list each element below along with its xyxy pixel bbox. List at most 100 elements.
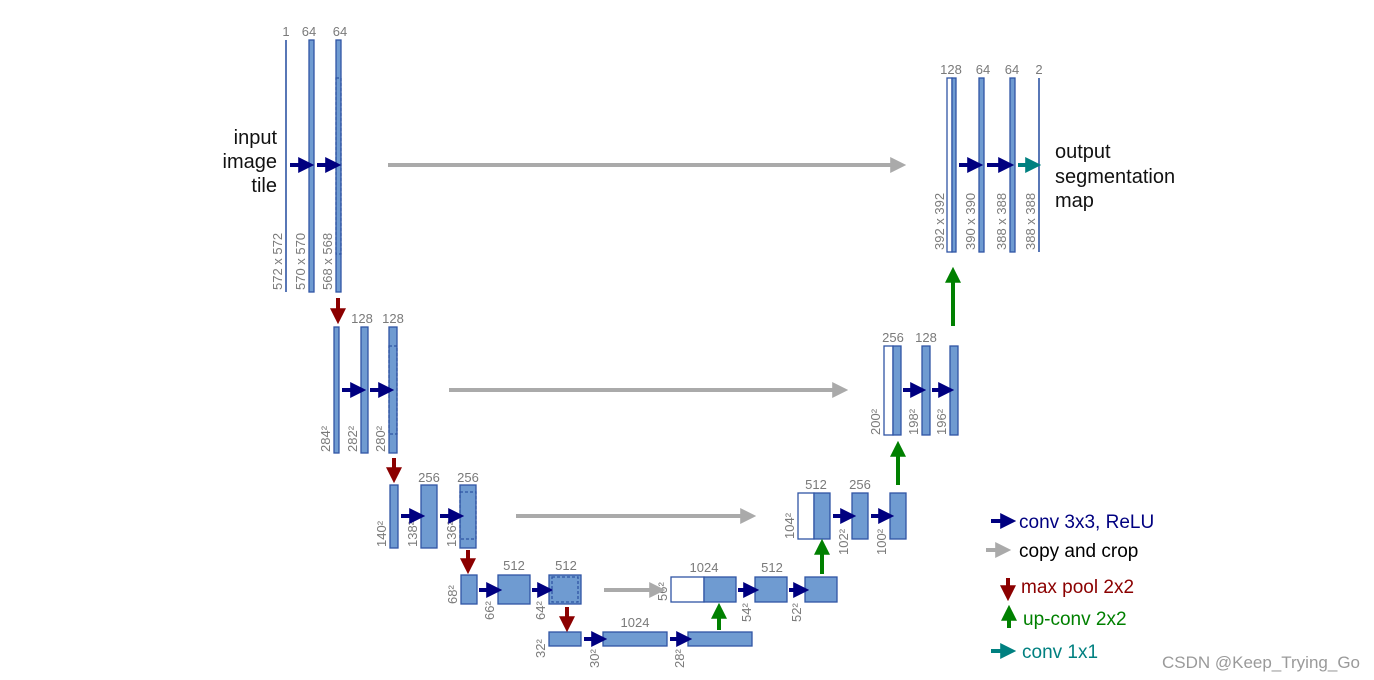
feature-map-block (951, 77, 957, 253)
size-label: 388 x 388 (994, 193, 1009, 250)
encoder-level-4: 512 512 68² 66² 64² (445, 558, 582, 620)
copied-feature-map-block (946, 77, 953, 253)
legend: conv 3x3, ReLU copy and crop max pool 2x… (986, 512, 1154, 663)
size-label: 388 x 388 (1023, 193, 1038, 250)
legend-conv-label: conv 3x3, ReLU (1019, 512, 1154, 533)
channel-label: 1 (282, 24, 289, 39)
output-label: output segmentation map (1055, 141, 1175, 212)
copy-crop-arrows (388, 157, 907, 598)
channel-label: 1024 (690, 560, 719, 575)
input-label: input image tile (223, 127, 278, 197)
feature-map-block (949, 345, 959, 436)
channel-label: 128 (382, 311, 404, 326)
crop-region (551, 576, 579, 603)
size-label: 102² (836, 528, 851, 555)
up-conv-arrows (711, 266, 961, 630)
channel-label: 64 (1005, 62, 1019, 77)
size-label: 100² (874, 528, 889, 555)
size-label: 140² (374, 520, 389, 547)
feature-map-block (460, 574, 478, 605)
size-label: 284² (318, 425, 333, 452)
size-label: 56² (655, 582, 670, 601)
feature-map-block (804, 576, 838, 603)
feature-map-block (333, 326, 340, 454)
size-label: 568 x 568 (320, 233, 335, 290)
output-label-line: segmentation (1055, 166, 1175, 188)
feature-map-block (687, 631, 753, 647)
feature-map-block (548, 631, 582, 647)
size-label: 280² (373, 425, 388, 452)
size-label: 54² (739, 603, 754, 622)
feature-map-block (308, 39, 315, 293)
size-label: 138² (405, 520, 420, 547)
feature-map-block (420, 484, 438, 549)
size-label: 570 x 570 (293, 233, 308, 290)
size-label: 32² (533, 639, 548, 658)
size-label: 30² (587, 649, 602, 668)
size-label: 200² (868, 408, 883, 435)
channel-label: 128 (940, 62, 962, 77)
feature-map-block (892, 345, 902, 436)
size-label: 64² (533, 601, 548, 620)
feature-map-block (389, 484, 399, 549)
feature-map-block (921, 345, 931, 436)
copied-feature-map-block (670, 576, 705, 603)
channel-label: 2 (1035, 62, 1042, 77)
size-label: 196² (934, 408, 949, 435)
watermark: CSDN @Keep_Trying_Go (1162, 653, 1360, 672)
size-label: 136² (444, 520, 459, 547)
feature-map-block (360, 326, 369, 454)
decoder-level-2: 256 128 200² 198² 196² (868, 330, 959, 436)
size-label: 572 x 572 (270, 233, 285, 290)
channel-label: 256 (457, 470, 479, 485)
conv-arrows (290, 157, 1015, 647)
size-label: 66² (482, 601, 497, 620)
encoder-level-1: 1 64 64 572 x 572 570 x 570 568 x 568 (270, 24, 347, 293)
encoder-level-3: 256 256 140² 138² 136² (374, 470, 479, 549)
feature-map-block (1009, 77, 1016, 253)
input-label-line: input (234, 127, 278, 149)
channel-label: 1024 (621, 615, 650, 630)
feature-map-block (978, 77, 985, 253)
channel-label: 512 (555, 558, 577, 573)
channel-label: 256 (418, 470, 440, 485)
channel-label: 512 (761, 560, 783, 575)
channel-label: 512 (503, 558, 525, 573)
size-label: 390 x 390 (963, 193, 978, 250)
feature-map-block (813, 492, 831, 540)
legend-up-conv-label: up-conv 2x2 (1023, 609, 1127, 630)
encoder-level-2: 128 128 284² 282² 280² (318, 311, 404, 454)
size-label: 198² (906, 408, 921, 435)
feature-map-block (703, 576, 737, 603)
size-label: 68² (445, 585, 460, 604)
size-label: 52² (789, 603, 804, 622)
channel-label: 256 (849, 477, 871, 492)
decoder-level-3: 512 256 104² 102² 100² (782, 477, 907, 555)
channel-label: 256 (882, 330, 904, 345)
max-pool-arrows (330, 298, 575, 633)
channel-label: 128 (351, 311, 373, 326)
channel-label: 64 (976, 62, 990, 77)
input-label-line: tile (251, 175, 277, 197)
legend-conv-1x1-label: conv 1x1 (1022, 642, 1098, 663)
feature-map-block (754, 576, 788, 603)
channel-label: 64 (302, 24, 316, 39)
legend-max-pool-label: max pool 2x2 (1021, 577, 1134, 598)
size-label: 104² (782, 512, 797, 539)
channel-label: 64 (333, 24, 347, 39)
size-label: 392 x 392 (932, 193, 947, 250)
feature-map-block (548, 574, 582, 605)
copied-feature-map-block (883, 345, 894, 436)
output-label-line: output (1055, 141, 1111, 163)
decoder-level-1: 128 64 64 2 392 x 392 390 x 390 388 x 38… (932, 62, 1043, 253)
feature-map-block (602, 631, 668, 647)
feature-map-block (889, 492, 907, 540)
output-label-line: map (1055, 190, 1094, 212)
legend-copy-crop-label: copy and crop (1019, 541, 1138, 562)
copied-feature-map-block (797, 492, 815, 540)
channel-label: 512 (805, 477, 827, 492)
channel-label: 128 (915, 330, 937, 345)
feature-map-block (851, 492, 869, 540)
bottleneck-level-5: 1024 32² 30² 28² (533, 615, 753, 668)
